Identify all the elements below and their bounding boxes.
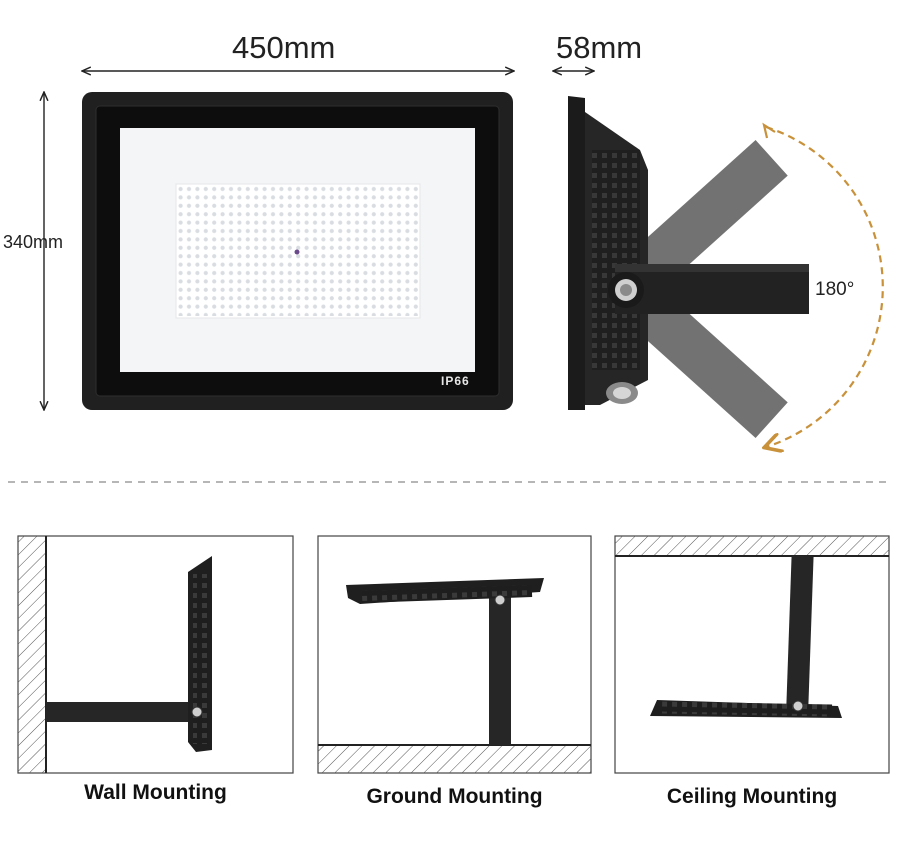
ceiling-mounting-caption: Ceiling Mounting bbox=[666, 785, 838, 808]
height-label: 340mm bbox=[3, 232, 64, 252]
rotation-angle-label: 180° bbox=[815, 279, 855, 300]
depth-label: 58mm bbox=[556, 30, 643, 65]
floodlight-side-view bbox=[568, 96, 809, 438]
rotation-arc-arrow bbox=[764, 122, 884, 447]
floodlight-front-view bbox=[82, 92, 513, 410]
ip-rating-badge: IP66 bbox=[441, 374, 470, 388]
width-label: 450mm bbox=[232, 30, 336, 65]
ceiling-mounting-illustration bbox=[614, 535, 890, 774]
wall-mounting-illustration bbox=[17, 535, 294, 774]
ground-mounting-caption: Ground Mounting bbox=[366, 785, 543, 808]
ground-mounting-illustration bbox=[317, 535, 592, 774]
wall-mounting-caption: Wall Mounting bbox=[84, 781, 227, 804]
